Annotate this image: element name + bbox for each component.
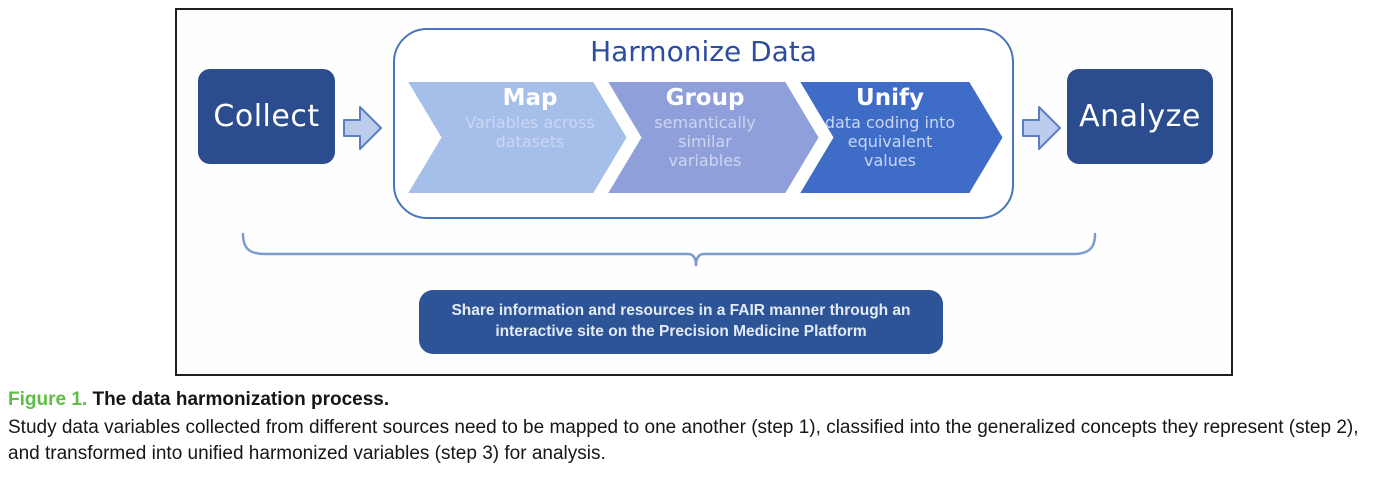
harmonize-data-group: Harmonize Data Map Variables across data… xyxy=(393,28,1014,219)
figure-caption: Figure 1. The data harmonization process… xyxy=(8,388,1388,467)
share-note-text: Share information and resources in a FAI… xyxy=(451,302,911,340)
analyze-label: Analyze xyxy=(1079,99,1201,134)
right-arrow-icon xyxy=(343,106,382,150)
figure-number-label: Figure 1. xyxy=(8,389,88,410)
brace-icon xyxy=(241,232,1097,267)
caption-body-text: Study data variables collected from diff… xyxy=(8,417,1359,464)
right-arrow-icon xyxy=(1022,106,1061,150)
group-chevron-shape xyxy=(598,78,826,197)
analyze-box: Analyze xyxy=(1067,69,1213,164)
share-note-box: Share information and resources in a FAI… xyxy=(419,290,943,354)
map-chevron-shape xyxy=(403,78,634,197)
unify-chevron-shape xyxy=(790,78,1007,197)
collect-label: Collect xyxy=(213,99,320,134)
figure-panel: Collect Harmonize Data Map Variables acr… xyxy=(175,8,1233,376)
caption-title-line: Figure 1. The data harmonization process… xyxy=(8,388,1388,412)
process-chevrons xyxy=(403,78,1007,197)
caption-title-text: The data harmonization process. xyxy=(92,389,390,410)
harmonize-title: Harmonize Data xyxy=(590,35,817,68)
collect-box: Collect xyxy=(198,69,335,164)
